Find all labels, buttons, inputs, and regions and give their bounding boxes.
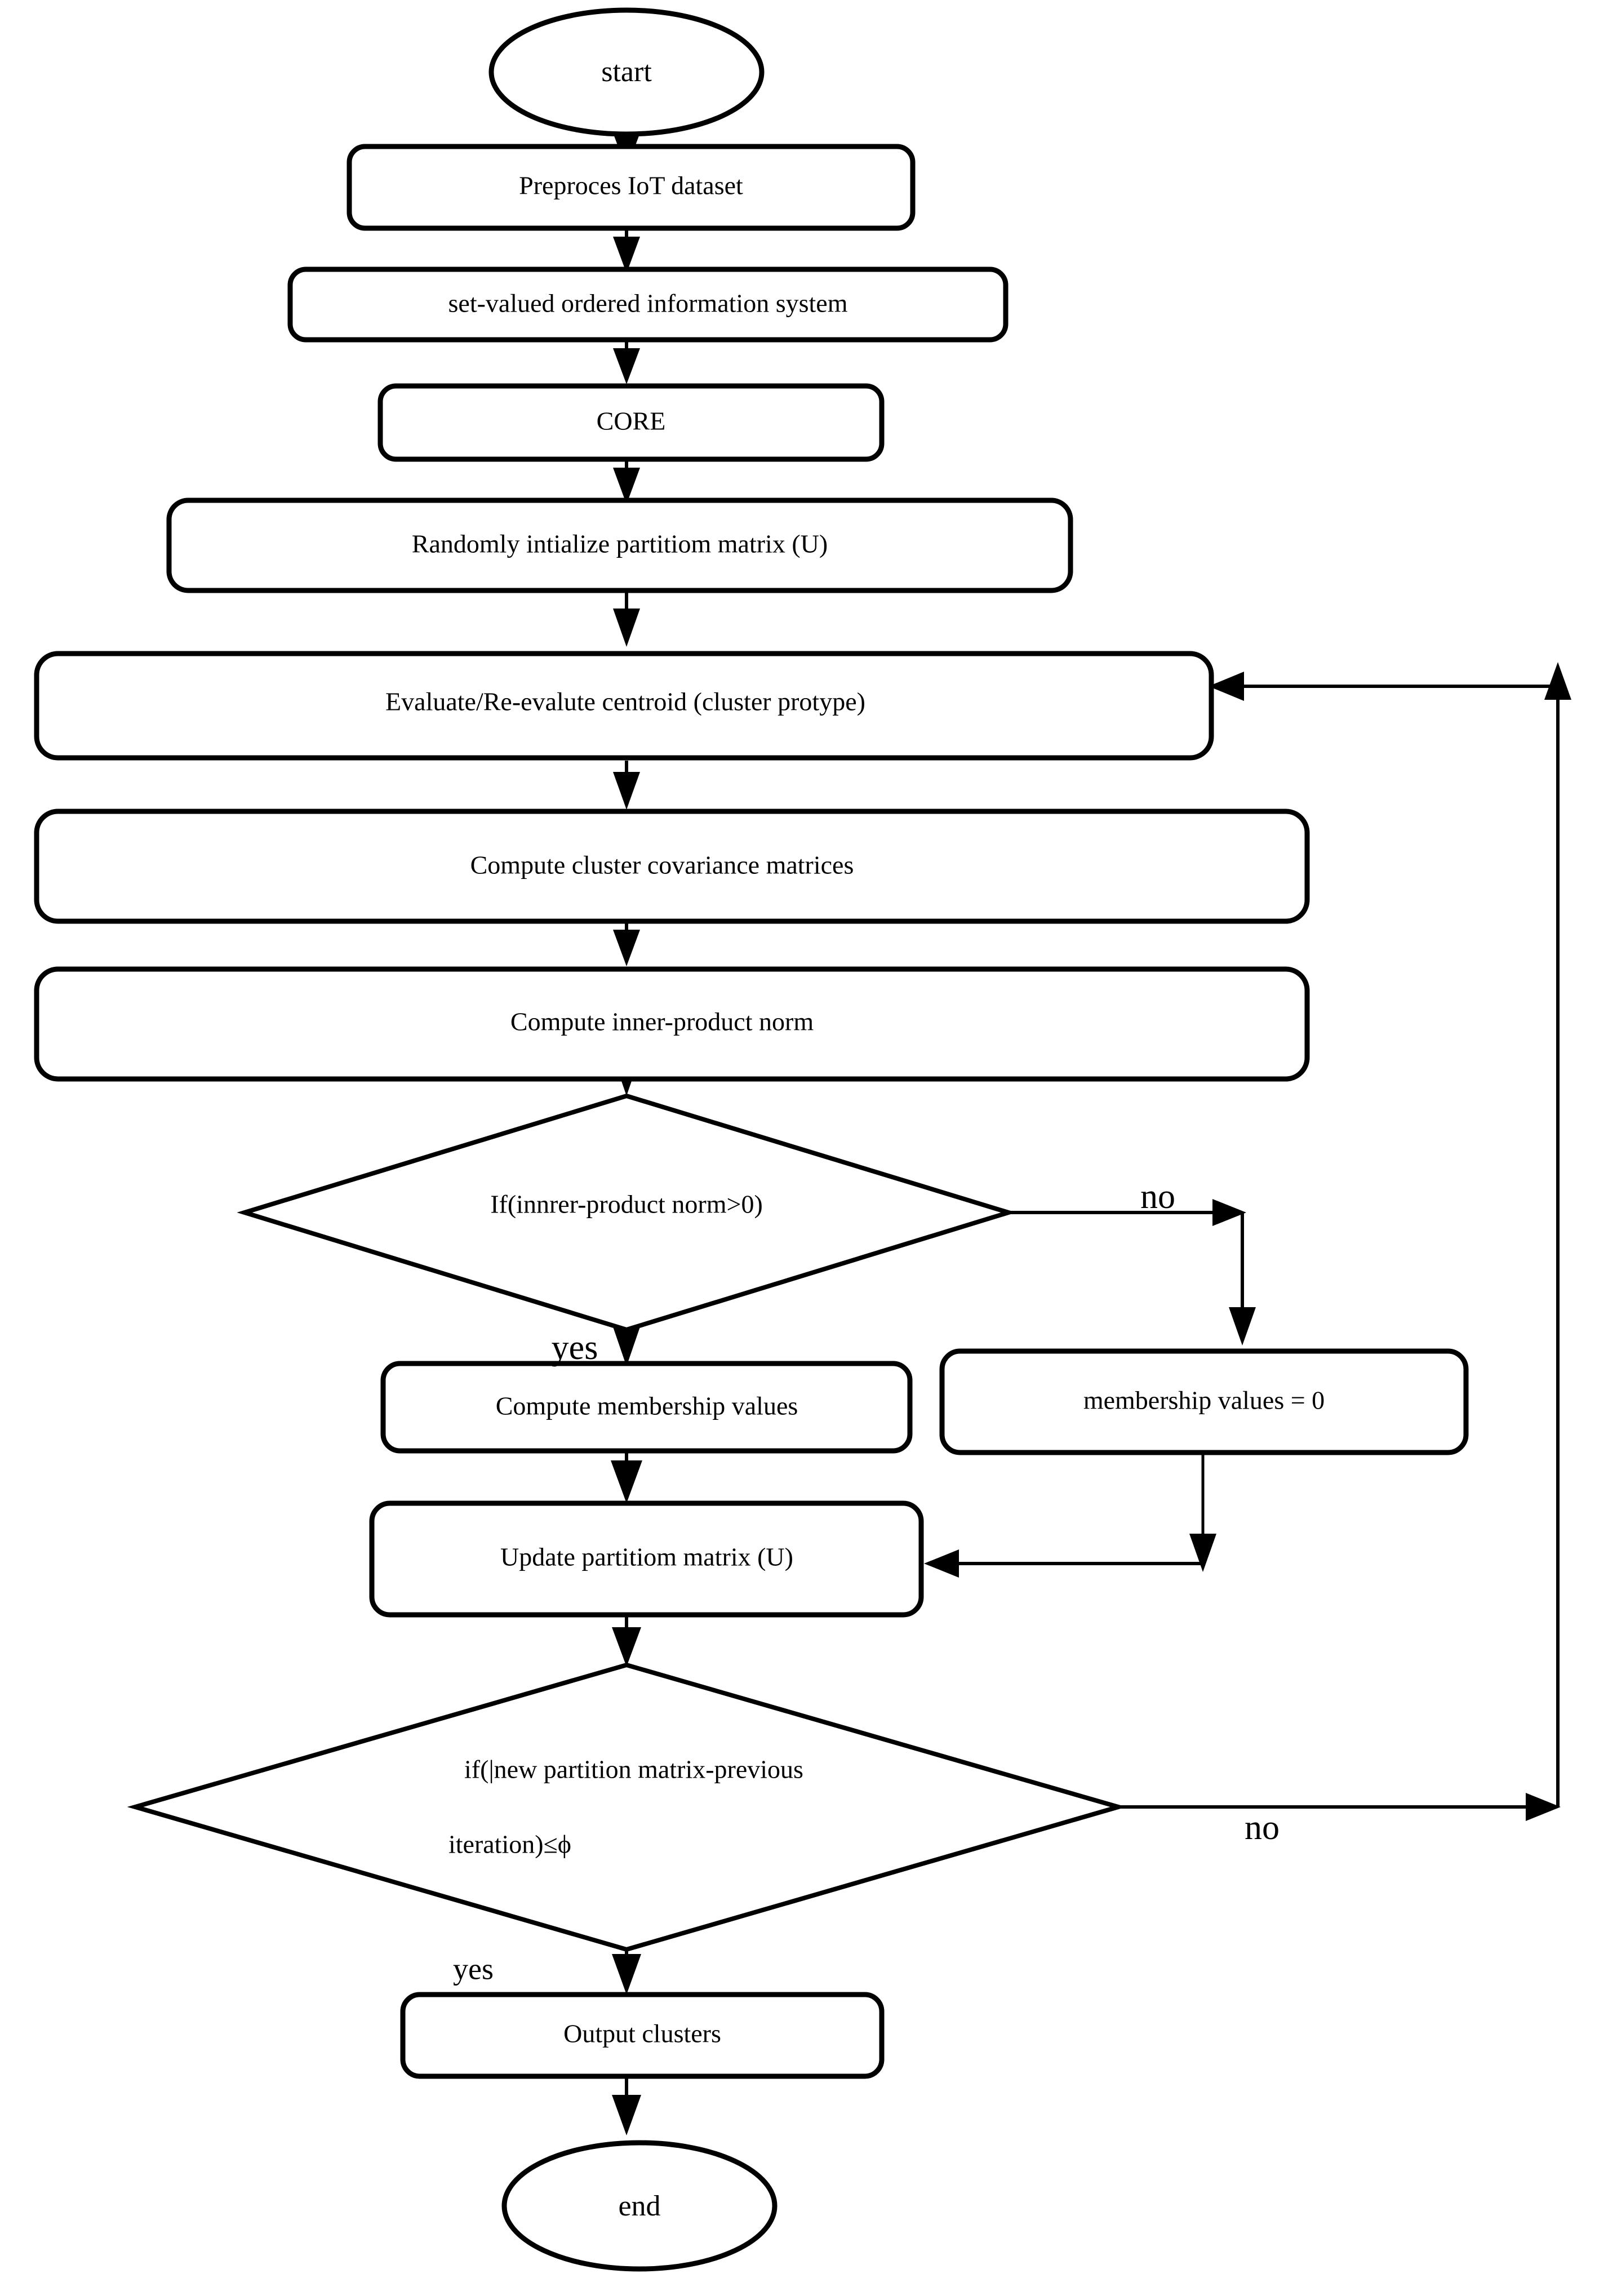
node-decision-inner-product-norm[interactable]: If(innrer-product norm>0) [237,1093,1016,1333]
node-preprocess-label: Preproces IoT dataset [519,171,743,200]
edge-decision2-no [1118,1793,1561,1821]
node-zero-membership-values[interactable]: membership values = 0 [939,1348,1469,1455]
node-decision-convergence[interactable]: if(|new partition matrix-previous iterat… [127,1662,1127,1952]
edge-output-to-end [612,2073,641,2135]
node-update-partition-matrix[interactable]: Update partitiom matrix (U) [369,1500,924,1618]
edge-updateu-to-decision2 [612,1617,641,1667]
edge-decision2-yes [612,1947,641,1995]
edge-core-to-initu [613,459,640,504]
node-start-label: start [601,56,652,88]
edge-label-decision2-yes: yes [453,1952,494,1986]
node-centroid-label: Evaluate/Re-evalute centroid (cluster pr… [385,687,865,716]
node-output-clusters[interactable]: Output clusters [400,1992,885,2079]
edge-membership-to-updateu [611,1449,642,1503]
edge-svois-to-core [613,338,640,384]
node-decision2-label-line2: iteration)≤ϕ [448,1830,571,1859]
edge-label-decision1-no: no [1140,1178,1175,1216]
node-compute-membership-values[interactable]: Compute membership values [380,1361,913,1454]
edge-label-decision2-no: no [1245,1809,1280,1847]
node-core[interactable]: CORE [377,383,885,462]
decision1-no-label: no [1140,1178,1175,1216]
edge-preprocess-to-svois [613,228,640,273]
node-decision1-label: If(innrer-product norm>0) [490,1190,763,1219]
node-compute-covariance[interactable]: Compute cluster covariance matrices [34,809,1310,924]
node-evaluate-centroid[interactable]: Evaluate/Re-evalute centroid (cluster pr… [34,651,1214,761]
node-updateu-label: Update partitiom matrix (U) [500,1543,793,1571]
decision2-no-label: no [1245,1809,1280,1847]
node-zero-membership-label: membership values = 0 [1083,1386,1325,1415]
node-preprocess[interactable]: Preproces IoT dataset [346,144,916,231]
node-initu-label: Randomly intialize partitiom matrix (U) [412,530,828,558]
node-start[interactable]: start [488,7,765,137]
edge-feedback-loop-to-centroid [1209,662,1571,1807]
edge-decision1-no [1009,1199,1256,1345]
decision1-yes-label: yes [552,1329,598,1367]
edge-centroid-to-covariance [613,761,640,810]
node-output-label: Output clusters [563,2019,721,2048]
node-end-label: end [618,2190,660,2222]
node-compute-membership-label: Compute membership values [496,1392,798,1420]
node-covariance-label: Compute cluster covariance matrices [470,851,854,880]
node-svois-label: set-valued ordered information system [448,289,848,318]
node-initialize-partition-matrix[interactable]: Randomly intialize partitiom matrix (U) [166,498,1073,593]
decision2-yes-label: yes [453,1952,494,1986]
edge-initu-to-centroid [613,592,640,647]
node-set-valued-ordered-information-system[interactable]: set-valued ordered information system [287,267,1009,343]
edge-label-decision1-yes: yes [552,1329,598,1367]
edge-covariance-to-innerprod [613,921,640,966]
node-end[interactable]: end [501,2140,778,2272]
edge-zeromembership-to-updateu [924,1453,1216,1578]
node-innerprod-label: Compute inner-product norm [510,1007,814,1036]
node-compute-inner-product-norm[interactable]: Compute inner-product norm [34,966,1310,1082]
edge-decision1-yes [613,1327,640,1366]
node-core-label: CORE [597,407,666,436]
node-decision2-label-line1: if(|new partition matrix-previous [464,1755,803,1784]
